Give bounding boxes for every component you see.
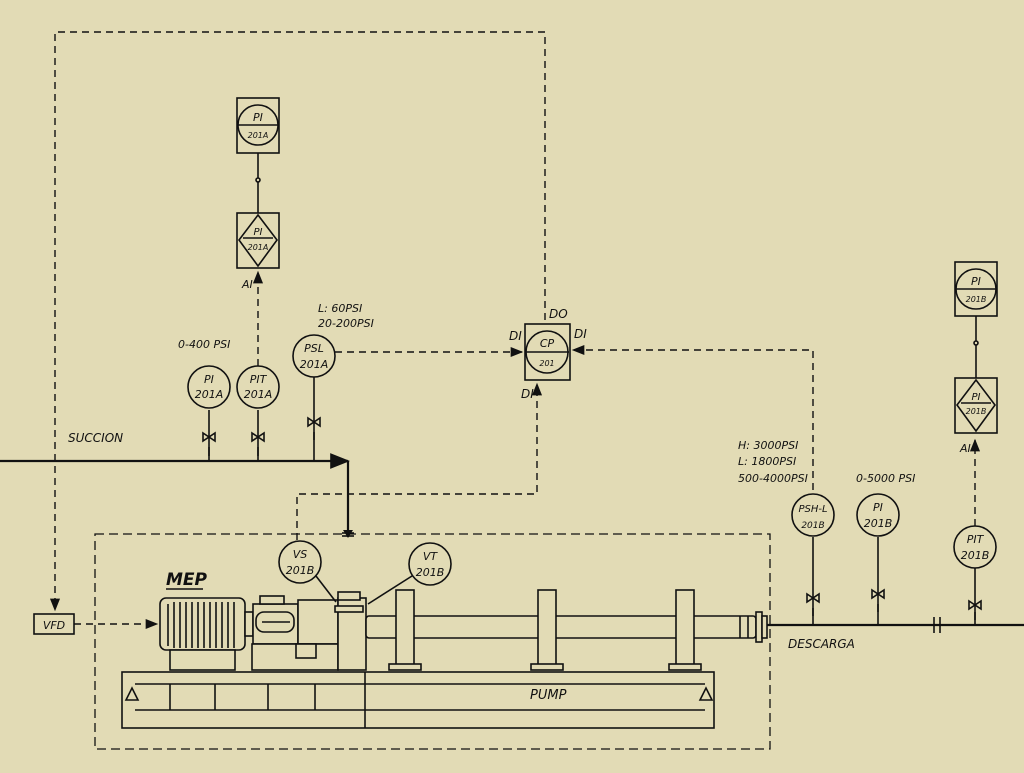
mep-label: MEP xyxy=(166,570,208,590)
pi-201a-mid-number: 201A xyxy=(248,243,269,252)
pshl-to-cp-signal xyxy=(571,344,814,490)
pump-support-3 xyxy=(668,589,702,671)
vs-to-cp-signal xyxy=(296,382,543,540)
vfd-box: VFD xyxy=(33,613,159,635)
pi-201b-field-tag: PI xyxy=(873,501,883,514)
suction-line xyxy=(0,453,354,538)
pi-201a-range: 0-400 PSI xyxy=(178,338,230,351)
skid-base xyxy=(121,671,715,729)
psl-201a-switch: PSL 201A xyxy=(292,334,524,461)
succion-label: SUCCION xyxy=(68,431,123,445)
pi-201b-range: 0-5000 PSI xyxy=(856,472,915,485)
pi-201a-top-number: 201A xyxy=(248,131,269,140)
vs-201b-sensor: VS 201B xyxy=(278,540,337,603)
pi-201b-display-diamond: PI 201B xyxy=(954,377,998,434)
pshl-201b-number: 201B xyxy=(801,521,824,531)
vfd-label: VFD xyxy=(43,619,65,632)
pi-201b-mid-number: 201B xyxy=(966,407,987,416)
pi-201a-mid-tag: PI xyxy=(254,227,263,238)
psl-201a-setpoint: L: 60PSI xyxy=(318,302,362,315)
pump-inlet-housing xyxy=(334,591,367,671)
vt-201b-number: 201B xyxy=(416,566,445,579)
pi-201a-field-tag: PI xyxy=(204,373,214,386)
pi-201b-panel-indicator: PI 201B xyxy=(954,261,998,317)
psl-201a-tag: PSL xyxy=(304,342,324,355)
pit-201b-transmitter: PIT 201B xyxy=(953,438,997,625)
cp-201-di-right-label: DI xyxy=(574,327,587,341)
vt-201b-tag: VT xyxy=(423,550,439,563)
vs-201b-tag: VS xyxy=(293,548,308,561)
pit-201b-number: 201B xyxy=(961,549,990,562)
pi-201a-field-gauge: PI 201A xyxy=(187,365,231,461)
pi-201a-panel-indicator: PI 201A xyxy=(236,97,280,154)
pi-201b-top-number: 201B xyxy=(966,295,987,304)
pump-barrel xyxy=(365,611,768,643)
pi-201a-display-diamond: PI 201A xyxy=(236,212,280,269)
pshl-201b-setpoint-h: H: 3000PSI xyxy=(738,439,798,452)
pit-201a-transmitter: PIT 201A xyxy=(236,270,280,461)
cp-201-number: 201 xyxy=(539,359,554,368)
pi-201a-top-tag: PI xyxy=(253,111,263,124)
cp-201-di-left-label: DI xyxy=(509,329,522,343)
pi-201b-mid-tag: PI xyxy=(972,392,981,403)
pi-201a-field-number: 201A xyxy=(195,388,224,401)
pi-201b-top-tag: PI xyxy=(971,275,981,288)
pit-201a-tag: PIT xyxy=(250,373,268,386)
pshl-201b-range: 500-4000PSI xyxy=(738,472,808,485)
psl-201a-range: 20-200PSI xyxy=(318,317,374,330)
pump-support-2 xyxy=(530,589,564,671)
discharge-line xyxy=(767,617,1024,633)
pump-label: PUMP xyxy=(530,688,567,703)
cp-201-di-bottom-label: DI xyxy=(521,387,534,401)
descarga-label: DESCARGA xyxy=(788,637,855,651)
cp-201-controller: CP 201 xyxy=(524,323,571,381)
pshl-201b-tag: PSH-L xyxy=(798,504,827,515)
pi-201b-ai-label: AI xyxy=(959,442,971,455)
cp-201-do-label: DO xyxy=(549,307,568,321)
pit-201b-tag: PIT xyxy=(967,533,985,546)
vs-201b-number: 201B xyxy=(286,564,315,577)
skid-boundary xyxy=(94,533,771,750)
pi-201b-field-number: 201B xyxy=(864,517,893,530)
pi-201b-field-gauge: PI 201B xyxy=(856,493,900,625)
motor-mep xyxy=(159,597,254,671)
vt-201b-transmitter: VT 201B xyxy=(367,542,452,605)
vfd-control-signal-line xyxy=(49,31,546,612)
gearbox xyxy=(251,595,339,671)
psl-201a-number: 201A xyxy=(300,358,329,371)
pit-201a-number: 201A xyxy=(244,388,273,401)
pshl-201b-switch: PSH-L 201B xyxy=(791,493,835,625)
pshl-201b-setpoint-l: L: 1800PSI xyxy=(738,455,796,468)
pi-201a-ai-label: AI xyxy=(241,278,253,291)
cp-201-tag: CP xyxy=(540,337,555,350)
pump-support-1 xyxy=(388,589,422,671)
